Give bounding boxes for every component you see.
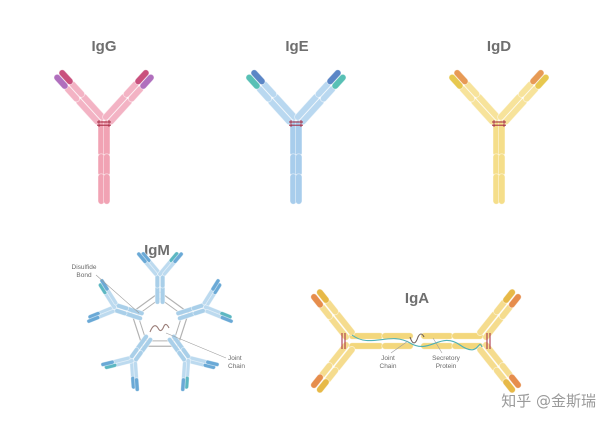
igm-light-chain-tip: [219, 315, 234, 324]
igm-light-chain-tip: [172, 251, 184, 264]
disulfide-label-line2: Bond: [76, 272, 92, 279]
title-igg: IgG: [92, 38, 117, 55]
iga-joint-chain-label: Joint Chain: [380, 340, 409, 370]
iga-secretory-protein: [351, 334, 483, 351]
variable-tip-domain: [139, 73, 155, 90]
disulfide-bond-label: Disulfide Bond: [72, 264, 140, 314]
iga-heavy-chain-right: [420, 332, 454, 340]
variable-tip-domain: [534, 73, 550, 90]
secretory-protein-label: Secretory Protein: [432, 337, 461, 370]
igm-joint-chain: [149, 323, 170, 333]
iga-joint-label-line2: Chain: [380, 363, 397, 370]
iga-variable-tip: [310, 293, 324, 309]
igd-antibody: [448, 69, 550, 205]
igm-light-chain-tip: [205, 359, 220, 367]
iga-variable-tip: [508, 293, 522, 309]
igm-light-chain-tip: [210, 278, 221, 292]
variable-tip-domain: [331, 73, 347, 90]
iga-heavy-chain-left: [381, 342, 414, 350]
igm-heavy-chain: [159, 285, 166, 305]
iga-variable-tip: [502, 288, 516, 304]
igm-light-chain: [133, 361, 139, 381]
heavy-chain-stem-1-1: [498, 153, 506, 177]
title-ige: IgE: [285, 38, 308, 55]
igm-pentamer: [86, 251, 234, 392]
igm-light-chain-tip: [136, 251, 148, 264]
iga-dimer: [310, 288, 522, 394]
watermark: 知乎 @金斯瑞: [501, 392, 596, 410]
variable-tip-domain: [448, 73, 464, 90]
iga-variable-tip: [316, 288, 330, 304]
iga-joint-label-line1: Joint: [381, 355, 395, 362]
iga-variable-tip: [502, 378, 516, 394]
variable-tip-domain: [53, 73, 69, 90]
igm-joint-chain-label: Joint Chain: [165, 332, 245, 370]
heavy-chain-stem-1-2: [295, 173, 303, 205]
disulfide-leader-line: [95, 274, 140, 314]
iga-joint-chain: [409, 333, 425, 344]
heavy-chain-stem-1-1: [295, 153, 303, 177]
iga-heavy-chain-left: [381, 332, 414, 340]
ige-antibody: [245, 69, 347, 205]
heavy-chain-stem-1-1: [103, 153, 111, 177]
secretory-label-line1: Secretory: [432, 355, 461, 362]
heavy-chain-stem-1-2: [103, 173, 111, 205]
heavy-chain-stem-1-2: [498, 173, 506, 205]
iga-variable-tip: [310, 373, 324, 389]
variable-tip-domain: [245, 73, 261, 90]
igm-light-chain-tip: [180, 377, 186, 392]
title-iga: IgA: [405, 290, 429, 307]
disulfide-label-line1: Disulfide: [72, 264, 97, 271]
title-igm: IgM: [144, 242, 170, 259]
secretory-leader-line: [432, 337, 443, 354]
title-igd: IgD: [487, 38, 511, 55]
iga-joint-leader-line: [390, 340, 409, 354]
igm-light-chain-tip: [100, 359, 115, 367]
iga-variable-tip: [316, 378, 330, 394]
igm-joint-leader-line: [165, 332, 227, 359]
igm-light-chain-tip: [134, 377, 140, 392]
secretory-label-line2: Protein: [436, 363, 457, 370]
igm-joint-label-line1: Joint: [228, 355, 242, 362]
iga-variable-tip: [508, 373, 522, 389]
igm-joint-label-line2: Chain: [228, 363, 245, 370]
igm-light-chain: [181, 361, 187, 381]
igg-antibody: [53, 69, 155, 205]
igm-heavy-chain: [154, 285, 161, 305]
igm-light-chain-tip: [86, 315, 101, 324]
